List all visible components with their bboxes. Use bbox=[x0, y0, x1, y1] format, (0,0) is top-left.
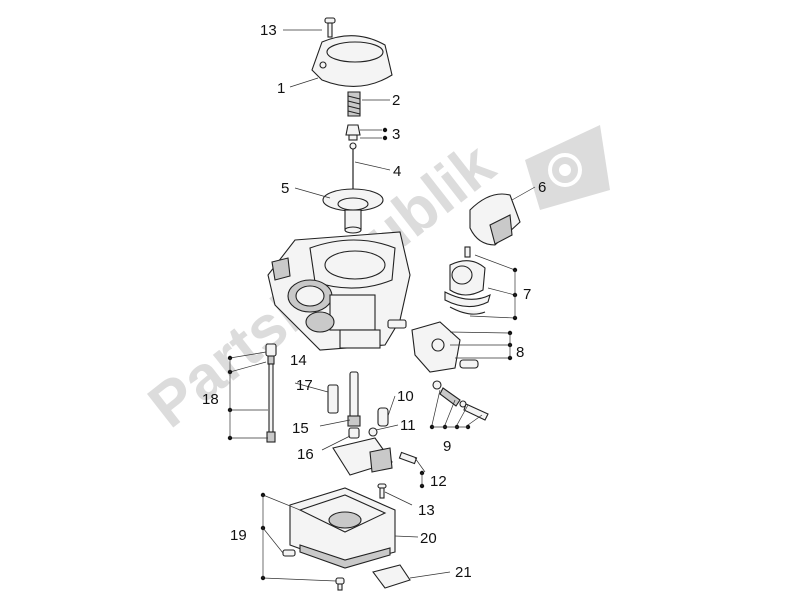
callout-13-top: 13 bbox=[260, 22, 277, 39]
part-7-starter bbox=[444, 246, 491, 315]
part-9-screw-spring bbox=[432, 380, 489, 421]
callout-2: 2 bbox=[392, 92, 400, 109]
callout-8: 8 bbox=[516, 344, 524, 361]
part-13-screw-bottom bbox=[377, 483, 387, 499]
part-13-screw-top bbox=[324, 17, 336, 38]
callout-labels: 13 1 2 3 4 5 6 7 8 14 17 18 10 15 11 9 1… bbox=[202, 22, 546, 581]
callout-14: 14 bbox=[290, 352, 307, 369]
part-19-screws bbox=[282, 549, 345, 591]
gear-shield-icon bbox=[525, 125, 610, 210]
callout-18: 18 bbox=[202, 391, 219, 408]
leader-lines bbox=[229, 29, 536, 582]
callout-15: 15 bbox=[292, 420, 309, 437]
callout-1: 1 bbox=[277, 80, 285, 97]
callout-11: 11 bbox=[400, 417, 416, 434]
part-14-jet-needle bbox=[265, 343, 277, 443]
callout-3: 3 bbox=[392, 126, 400, 143]
part-15-jet bbox=[347, 371, 361, 427]
part-12-float bbox=[332, 437, 418, 476]
part-1-cover bbox=[311, 35, 393, 87]
callout-10: 10 bbox=[397, 388, 414, 405]
part-17-jet bbox=[327, 384, 339, 414]
callout-6: 6 bbox=[538, 179, 546, 196]
part-2-spring bbox=[347, 91, 361, 117]
callout-17: 17 bbox=[296, 377, 313, 394]
part-5-diaphragm bbox=[322, 188, 384, 234]
part-11-washer bbox=[368, 427, 378, 437]
bracket-lines bbox=[229, 270, 516, 578]
callout-9: 9 bbox=[443, 438, 451, 455]
part-21-clamp bbox=[372, 564, 411, 589]
part-16-jet-holder bbox=[348, 427, 360, 439]
part-6-cap bbox=[469, 193, 521, 246]
callout-19: 19 bbox=[230, 527, 247, 544]
callout-20: 20 bbox=[420, 530, 437, 547]
part-10-jet bbox=[377, 407, 389, 427]
callout-13-bottom: 13 bbox=[418, 502, 435, 519]
part-8-housing bbox=[411, 321, 479, 373]
callout-12: 12 bbox=[430, 473, 447, 490]
callout-16: 16 bbox=[297, 446, 314, 463]
callout-21: 21 bbox=[455, 564, 472, 581]
part-4-needle bbox=[349, 142, 357, 192]
callout-5: 5 bbox=[281, 180, 289, 197]
carburetor-body bbox=[267, 231, 411, 351]
callout-4: 4 bbox=[393, 163, 401, 180]
part-20-float-bowl bbox=[289, 487, 396, 569]
callout-7: 7 bbox=[523, 286, 531, 303]
part-3-needle-clip bbox=[345, 124, 361, 141]
